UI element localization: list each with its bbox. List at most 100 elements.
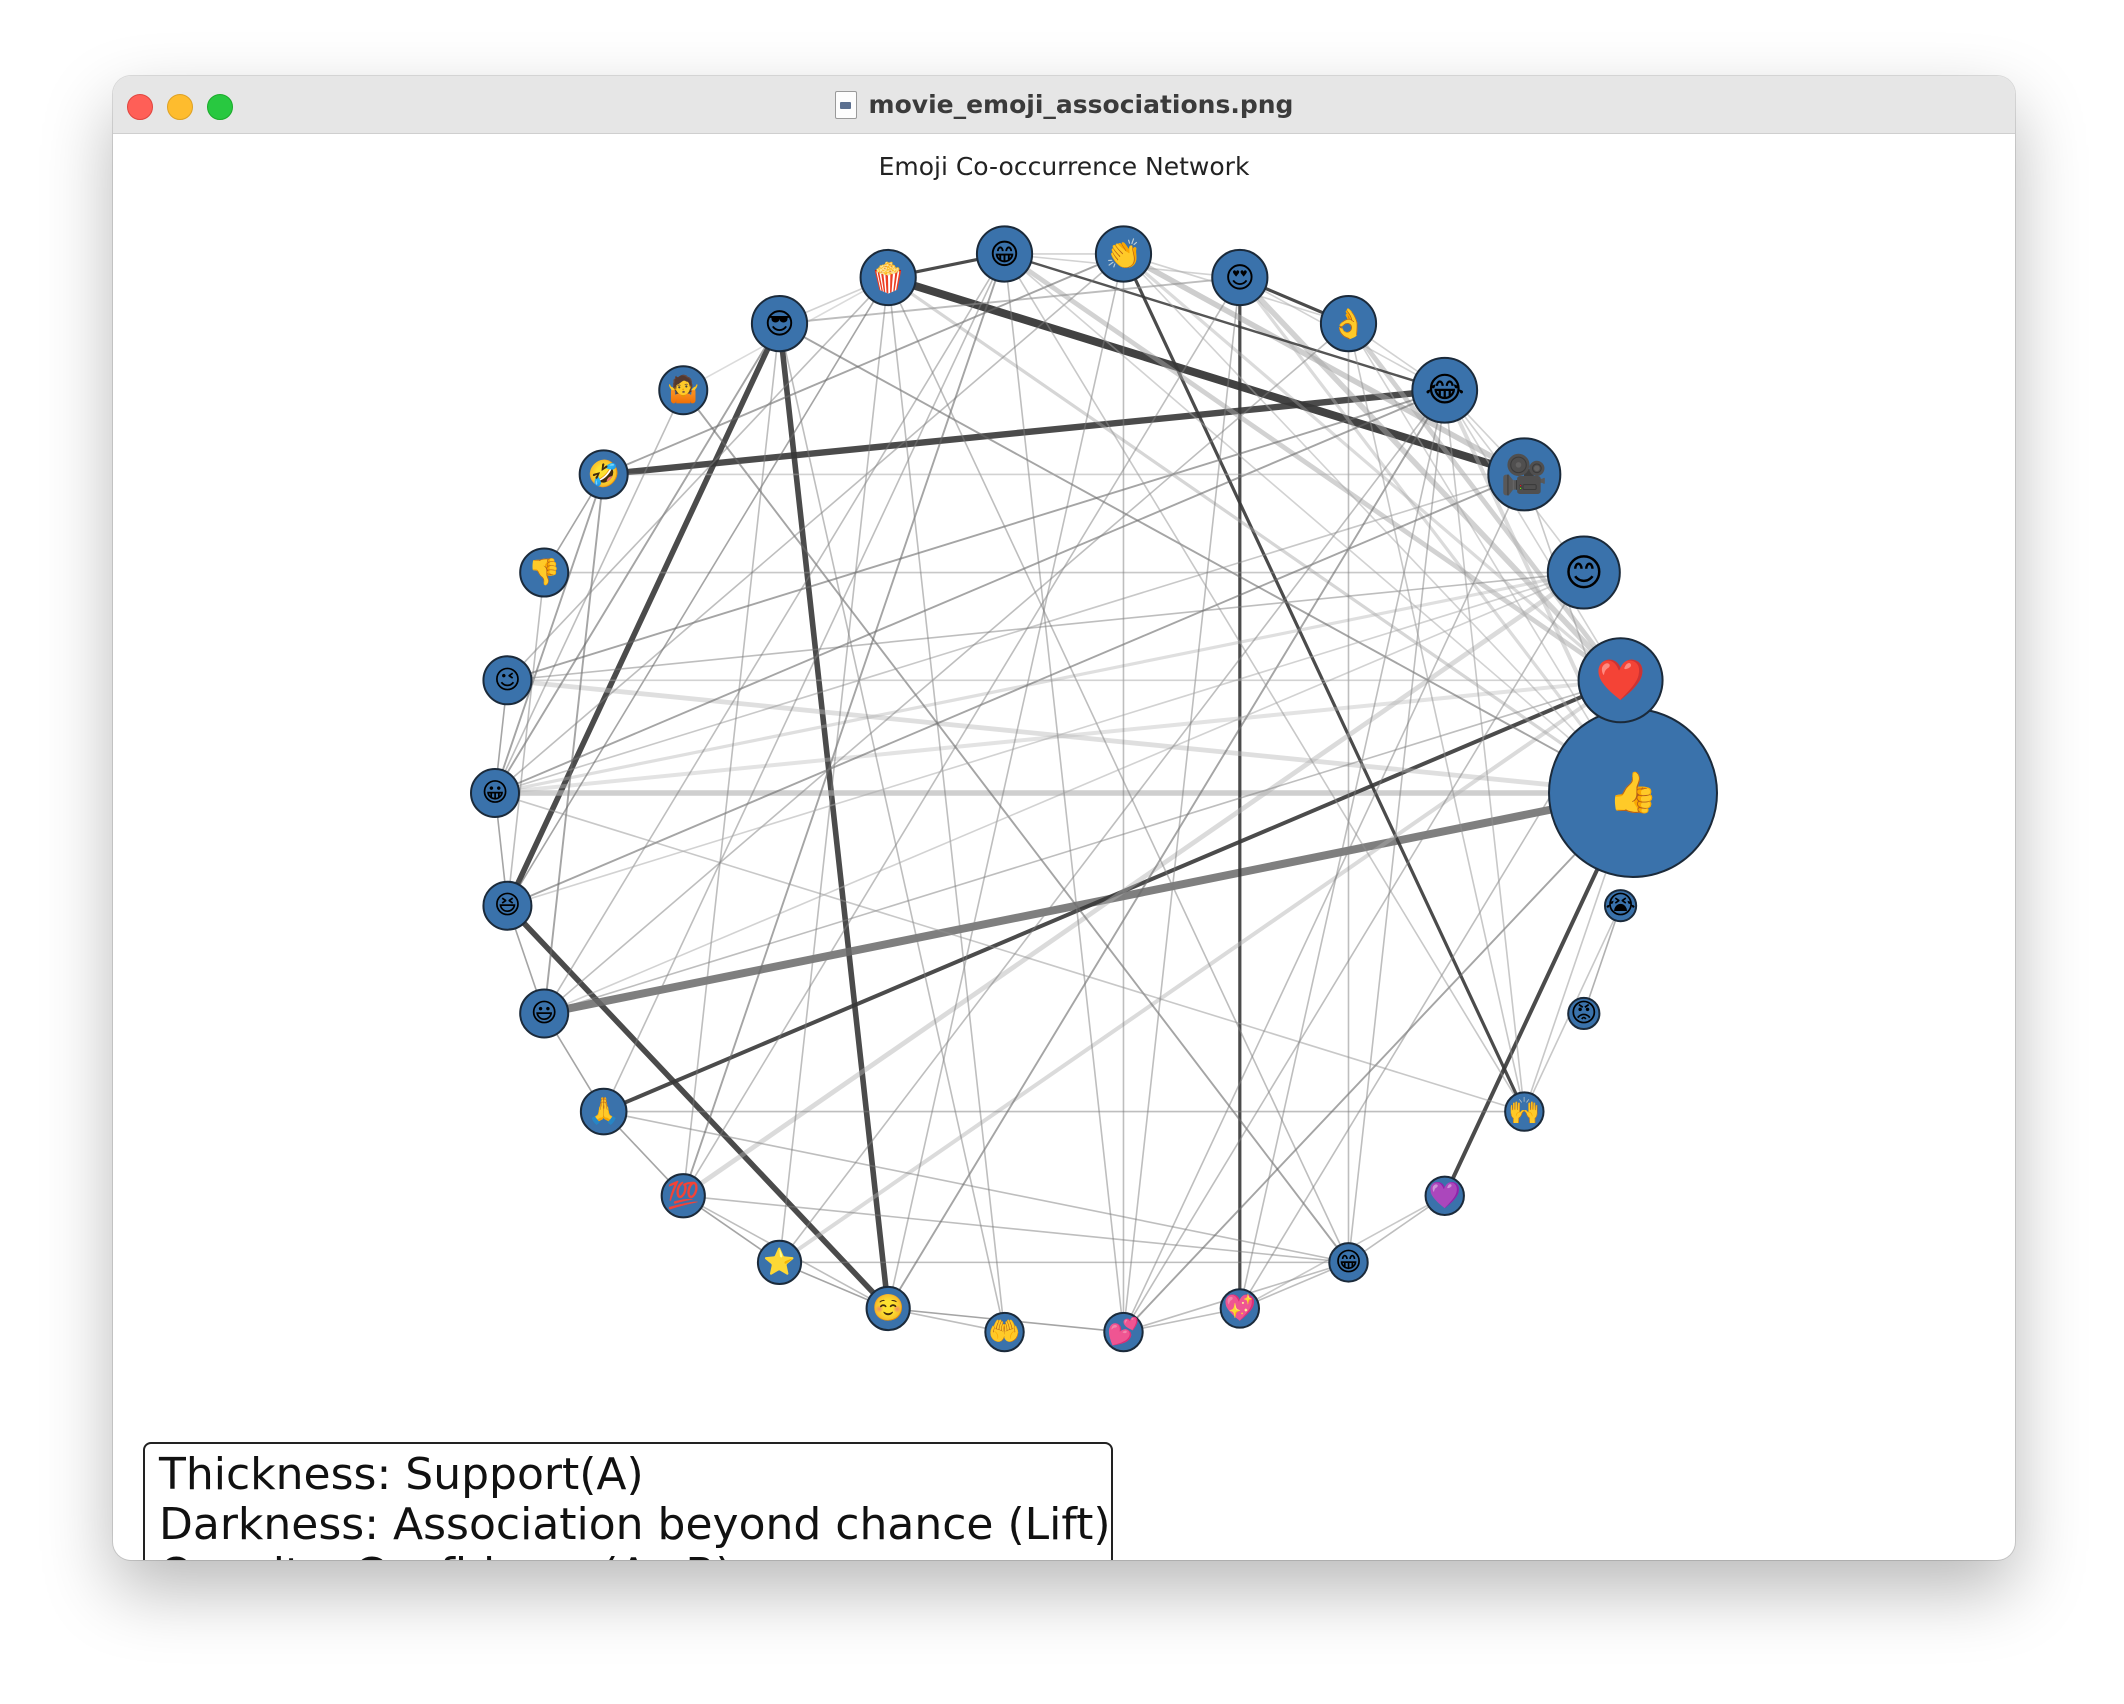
node-rofl: 🤣 (578, 449, 629, 500)
node-circle-purple_heart (1424, 1175, 1465, 1216)
edge-two_hearts-smiling_blush (1122, 571, 1585, 1333)
edge-popcorn-thumbs_up (886, 275, 1635, 795)
legend-box: Thickness: Support(A) Darkness: Associat… (143, 1442, 1113, 1560)
node-emoji-hands_together: 🤲 (988, 1317, 1020, 1347)
node-emoji-grinning: 😀 (481, 778, 508, 808)
image-viewport: Emoji Co-occurrence Network 👍❤️😊🎥😂👌😍👏😁🍿😎… (113, 134, 2015, 1560)
edge-raising_hands-grinning (494, 792, 1526, 1113)
edge-two_hearts-heart_eyes (1122, 276, 1241, 1333)
node-popcorn: 🍿 (859, 248, 917, 307)
node-emoji-raising_hands: 🙌 (1508, 1097, 1540, 1127)
node-tears_of_joy: 😂 (1411, 356, 1479, 424)
node-grinning: 😀 (470, 768, 520, 818)
edge-beaming-tears_of_joy (1003, 252, 1446, 392)
edge-raising_hands-tears_of_joy (1443, 389, 1526, 1113)
edge-squinting-relaxed (504, 902, 891, 1312)
edge-heart_eyes-thumbs_up (1238, 275, 1635, 795)
close-button[interactable] (127, 94, 153, 120)
minimize-button[interactable] (167, 94, 193, 120)
edge-ok_hand-red_heart (1346, 321, 1623, 683)
edge-wink-popcorn (506, 276, 889, 682)
edge-star-popcorn (778, 276, 889, 1264)
edge-angry-crying (1583, 904, 1622, 1015)
edge-relaxed-clapping (887, 253, 1125, 1310)
edge-squinting-movie_camera (506, 473, 1526, 907)
node-emoji-squinting: 😆 (494, 891, 521, 921)
node-circle-angry (1567, 996, 1601, 1031)
node-smiling_blush: 😊 (1546, 535, 1621, 610)
window-title: movie_emoji_associations.png (868, 90, 1294, 119)
legend-line-thickness: Thickness: Support(A) (159, 1449, 644, 1500)
node-circle-crying (1603, 889, 1638, 923)
node-emoji-star: ⭐ (763, 1246, 795, 1277)
node-circle-relaxed (865, 1285, 911, 1332)
node-circle-squinting (482, 880, 533, 931)
edge-rofl-clapping (602, 253, 1125, 476)
node-emoji-grin: 😁 (1335, 1247, 1362, 1277)
node-emoji-thumbs_down: 👎 (528, 558, 560, 588)
node-circle-tears_of_joy (1411, 356, 1479, 424)
node-circle-popcorn (859, 248, 917, 307)
node-circle-sparkling_heart (1219, 1288, 1261, 1329)
node-circle-smiling_blush (1546, 535, 1621, 610)
node-circle-heart_eyes (1211, 248, 1269, 307)
edge-thumbs_up-beaming (1003, 253, 1634, 794)
node-emoji-hundred: 💯 (667, 1180, 699, 1211)
edge-squinting-popcorn (506, 276, 889, 907)
edge-raising_hands-beaming (1003, 253, 1526, 1113)
node-circle-two_hearts (1103, 1311, 1144, 1353)
node-relaxed: ☺️ (865, 1285, 911, 1332)
node-squinting: 😆 (482, 880, 533, 931)
node-circle-beaming (975, 225, 1034, 283)
edge-red_heart-tears_of_joy (1443, 389, 1622, 682)
zoom-button[interactable] (207, 94, 233, 120)
node-movie_camera: 🎥 (1487, 437, 1562, 512)
edge-thumbs_up-ok_hand (1347, 322, 1634, 794)
node-circle-sunglasses (750, 295, 809, 353)
node-circle-ok_hand (1319, 295, 1378, 353)
node-circle-hundred (660, 1173, 706, 1219)
edge-rofl-grinning (494, 473, 605, 794)
node-emoji-purple_heart: 💜 (1429, 1181, 1462, 1211)
edge-star-red_heart (777, 678, 1623, 1265)
edge-two_hearts-thumbs_up (1122, 792, 1634, 1333)
edge-clapping-red_heart (1121, 252, 1623, 682)
node-emoji-sparkling_heart: 💖 (1224, 1292, 1257, 1323)
edge-sunglasses-thumbs_up (778, 322, 1634, 794)
legend-line-opacity: Opacity: Confidence(A→B) (159, 1550, 1111, 1561)
edge-wink-thumbs_up (505, 677, 1636, 796)
edge-thumbs_down-squinting (506, 571, 545, 907)
edge-folded_hands-grin (602, 1110, 1350, 1264)
title-area: movie_emoji_associations.png (113, 76, 2015, 133)
node-circle-red_heart (1577, 637, 1664, 724)
node-emoji-wink: 😉 (494, 665, 521, 695)
node-star: ⭐ (756, 1239, 803, 1285)
node-circle-hands_together (984, 1311, 1025, 1353)
node-hands_together: 🤲 (984, 1311, 1025, 1353)
node-emoji-clapping: 👏 (1105, 237, 1141, 271)
edge-hundred-heart_eyes (682, 276, 1241, 1197)
node-emoji-ok_hand: 👌 (1330, 307, 1366, 341)
node-shrug: 🤷 (658, 365, 709, 416)
edge-hundred-sunglasses (682, 322, 781, 1197)
node-circle-smiley (519, 988, 570, 1039)
node-emoji-crying: 😭 (1605, 891, 1635, 921)
node-folded_hands: 🙏 (579, 1087, 628, 1136)
node-sunglasses: 😎 (750, 295, 809, 353)
node-emoji-rofl: 🤣 (586, 458, 619, 490)
edge-thumbs_up-clapping (1122, 253, 1634, 794)
node-circle-raising_hands (1504, 1091, 1545, 1132)
edge-rofl-smiley (543, 473, 605, 1015)
node-beaming: 😁 (975, 225, 1034, 283)
node-emoji-sunglasses: 😎 (764, 307, 794, 341)
node-wink: 😉 (482, 655, 533, 706)
node-circle-grin (1328, 1242, 1369, 1283)
edge-smiley-beaming (543, 253, 1006, 1015)
edge-hands_together-sunglasses (778, 322, 1006, 1333)
node-circle-rofl (578, 449, 629, 500)
node-heart_eyes: 😍 (1211, 248, 1269, 307)
node-smiley: 😃 (519, 988, 570, 1039)
node-emoji-red_heart: ❤️ (1596, 657, 1646, 703)
edge-grinning-clapping (494, 253, 1125, 794)
node-emoji-heart_eyes: 😍 (1225, 261, 1255, 295)
